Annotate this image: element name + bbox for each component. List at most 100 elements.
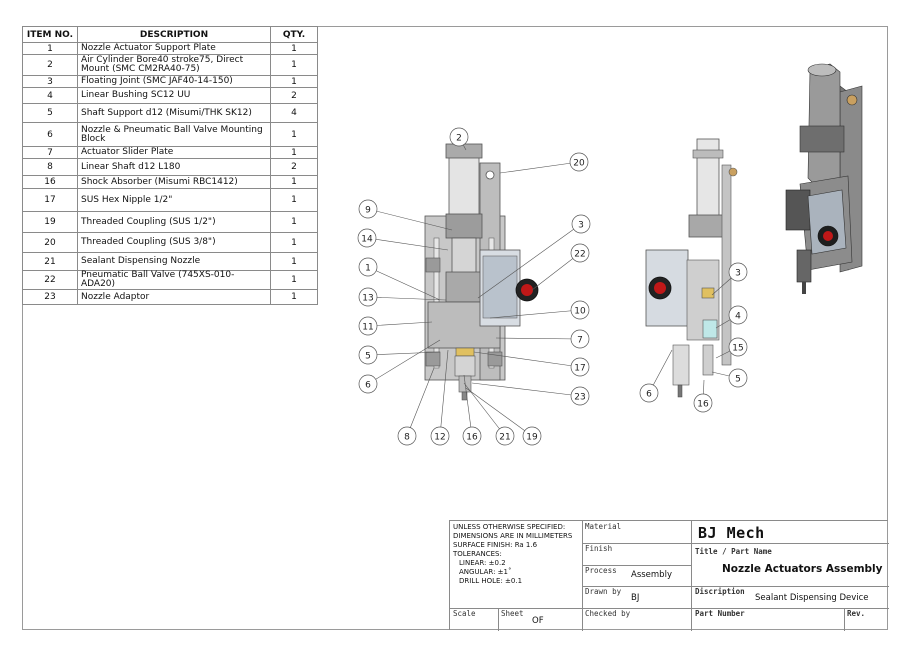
bom-quantity: 1 (270, 54, 318, 76)
front-leader-line (531, 252, 581, 291)
front-balloon-circle (358, 287, 378, 307)
title-label: Title / Part Name (695, 547, 772, 556)
scale-label: Scale (453, 609, 476, 618)
front-balloon-label: 17 (574, 364, 585, 374)
front-balloon-circle (397, 426, 417, 446)
iso-coupling (846, 94, 858, 106)
bom-item-number: 6 (22, 122, 78, 147)
front-balloon-label: 5 (365, 352, 371, 362)
side-cylinder-band (692, 149, 724, 159)
front-balloon: 8 (397, 426, 417, 446)
note-line: DRILL HOLE: ±0.1 (459, 577, 523, 585)
front-balloon-circle (522, 426, 542, 446)
iso-cylinder-top (807, 63, 837, 77)
front-balloon: 22 (570, 243, 590, 263)
front-balloon: 17 (570, 357, 590, 377)
front-balloon-circle (570, 243, 590, 263)
front-leader-line (465, 387, 533, 437)
bom-item-number: 17 (22, 188, 78, 212)
side-plate (721, 164, 732, 366)
side-view (645, 138, 738, 398)
front-balloon-label: 20 (573, 159, 585, 169)
front-balloon-circle (357, 228, 377, 248)
sheet-value: OF (532, 616, 544, 626)
front-balloon-circle (358, 374, 378, 394)
bom-quantity: 1 (270, 188, 318, 212)
title-value: Nozzle Actuators Assembly (722, 563, 883, 575)
side-balloon-label: 15 (732, 344, 743, 354)
side-balloon-label: 16 (697, 400, 709, 410)
front-leader-line (471, 382, 581, 397)
iso-nozzle (796, 249, 812, 283)
front-leader-line (499, 161, 580, 174)
front-balloon-label: 6 (365, 381, 371, 391)
front-balloon-circle (570, 300, 590, 320)
front-balloon-label: 10 (574, 307, 586, 317)
front-leader-line (367, 296, 447, 301)
side-coupling (728, 167, 738, 177)
front-balloon-circle (570, 329, 590, 349)
front-balloon-circle (570, 357, 590, 377)
front-balloon: 19 (522, 426, 542, 446)
front-balloon-label: 11 (362, 323, 373, 333)
front-balloon-label: 1 (365, 264, 371, 274)
bom-quantity: 1 (270, 252, 318, 271)
front-balloon-label: 23 (574, 393, 585, 403)
front-balloon: 13 (358, 287, 378, 307)
drawing-frame (22, 26, 888, 630)
front-balloon-label: 13 (362, 294, 373, 304)
side-balloon: 6 (639, 383, 659, 403)
front-balloon-circle (570, 386, 590, 406)
front-balloon-label: 7 (577, 336, 583, 346)
side-balloon-label: 4 (735, 312, 741, 322)
front-balloon-circle (571, 214, 591, 234)
front-leader-line (406, 367, 435, 437)
side-balloon-label: 3 (735, 269, 741, 279)
front-balloon-label: 22 (574, 250, 585, 260)
front-balloon: 3 (571, 214, 591, 234)
front-balloon: 20 (569, 152, 589, 172)
note-line: DIMENSIONS ARE IN MILLIMETERS (453, 532, 573, 540)
front-balloon-circle (569, 152, 589, 172)
front-leader-line (439, 349, 449, 437)
shaft-support-top-left (425, 257, 441, 273)
checked-by-label: Checked by (585, 609, 631, 618)
front-leader-line (489, 309, 581, 319)
part-number-label: Part Number (695, 609, 745, 618)
front-balloon-label: 2 (456, 134, 462, 144)
front-balloon: 10 (570, 300, 590, 320)
front-balloon: 5 (358, 345, 378, 365)
air-cylinder-head (445, 213, 483, 239)
front-balloon: 16 (462, 426, 482, 446)
bom-description: SUS Hex Nipple 1/2" (77, 188, 271, 212)
front-balloon: 14 (357, 228, 377, 248)
front-balloon: 12 (430, 426, 450, 446)
note-line: ANGULAR: ±1˚ (459, 568, 512, 576)
description-value: Sealant Dispensing Device (755, 593, 869, 603)
side-bushing (702, 319, 718, 339)
front-balloon-circle (462, 426, 482, 446)
front-leader-line (367, 266, 441, 301)
front-balloon: 1 (358, 257, 378, 277)
drawn-by-value: BJ (631, 593, 640, 603)
side-shock-absorber (702, 344, 714, 376)
side-balloon-circle (728, 368, 748, 388)
front-leader-line (477, 223, 582, 299)
sheet-label: Sheet (501, 609, 524, 618)
iso-cylinder-head (799, 125, 845, 153)
front-view (424, 143, 539, 401)
front-leader-line (367, 339, 441, 385)
side-balloon-circle (728, 305, 748, 325)
side-cylinder-head (688, 214, 728, 238)
side-balloon-circle (728, 262, 748, 282)
leader-lines (366, 136, 739, 437)
front-balloon: 6 (358, 374, 378, 394)
front-balloon-circle (358, 345, 378, 365)
